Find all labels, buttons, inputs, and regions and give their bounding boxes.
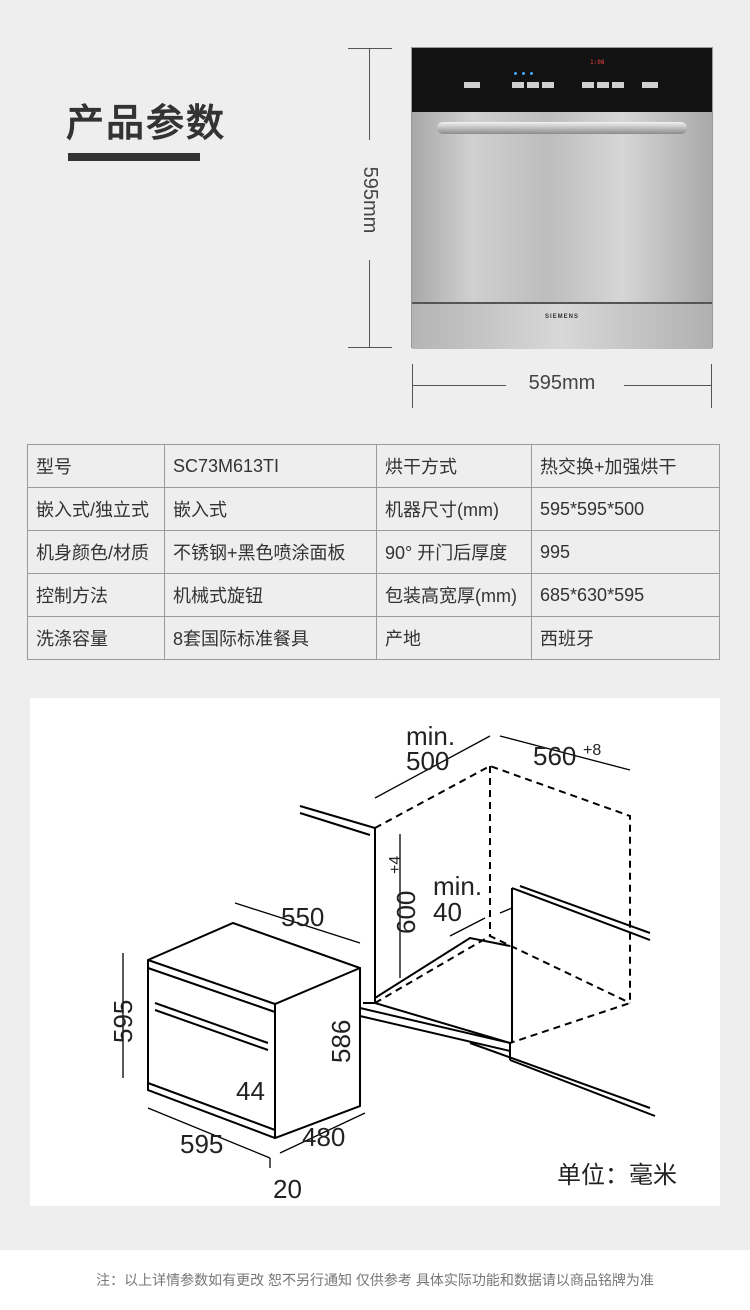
dim-label-min40: min.: [433, 871, 482, 901]
dim-line-560: [499, 735, 631, 771]
dim-label-min500: min.: [406, 721, 455, 751]
installation-drawing: min. 500 560 +8 min. 40 550 44 595 480 2…: [108, 721, 677, 1204]
spec-value: SC73M613TI: [164, 444, 377, 488]
oven-handle: [154, 1002, 269, 1044]
dim-line-40: [449, 917, 486, 937]
width-dimension: 595mm: [412, 364, 712, 408]
option-button[interactable]: [582, 82, 594, 88]
dim-label-600-tol: +4: [387, 856, 404, 874]
dimension-tick: [412, 364, 413, 408]
niche-outline: [374, 934, 631, 1004]
dimension-tick: [711, 364, 712, 408]
spec-label: 洗涤容量: [27, 616, 165, 660]
spec-value: 机械式旋钮: [164, 573, 377, 617]
control-panel: 1:08: [412, 48, 712, 112]
dim-line-500: [374, 735, 491, 799]
installation-diagram: min. 500 560 +8 min. 40 550 44 595 480 2…: [30, 698, 720, 1206]
spec-label: 机器尺寸(mm): [376, 487, 532, 531]
spec-label: 机身颜色/材质: [27, 530, 165, 574]
spec-value: 西班牙: [531, 616, 720, 660]
dim-label-20: 20: [273, 1174, 302, 1204]
oven-edge: [147, 1082, 276, 1131]
unit-label: 单位：毫米: [557, 1161, 677, 1189]
spec-value: 热交换+加强烘干: [531, 444, 720, 488]
dim-line-480: [279, 1112, 366, 1154]
oven-handle: [154, 1009, 269, 1051]
indicator-led: [522, 72, 525, 75]
dim-label-560-tol: +8: [583, 742, 601, 759]
spec-value: 嵌入式: [164, 487, 377, 531]
spec-value: 不锈钢+黑色喷涂面板: [164, 530, 377, 574]
dimension-line: [624, 385, 712, 386]
dim-label-600: 600: [391, 891, 421, 934]
program-button[interactable]: [512, 82, 524, 88]
dimension-line: [412, 385, 506, 386]
dim-label-min500: 500: [406, 746, 449, 776]
spec-label: 型号: [27, 444, 165, 488]
dim-label-560: 560: [533, 741, 576, 771]
program-button[interactable]: [542, 82, 554, 88]
dim-label-586: 586: [326, 1020, 356, 1063]
brand-logo: SIEMENS: [544, 314, 579, 320]
spec-value: 685*630*595: [531, 573, 720, 617]
dimension-line: [369, 48, 370, 140]
spec-label: 烘干方式: [376, 444, 532, 488]
spec-label: 包装高宽厚(mm): [376, 573, 532, 617]
indicator-led: [530, 72, 533, 75]
door-handle: [437, 122, 687, 134]
indicator-led: [514, 72, 517, 75]
product-params-panel: 产品参数 595mm 1:08 SIEMENS 595mm: [0, 0, 750, 1250]
cabinet-panel-line: [519, 885, 651, 934]
kick-plate: [412, 302, 712, 349]
dim-label-min40: 40: [433, 897, 462, 927]
power-button[interactable]: [464, 82, 480, 88]
spec-label: 嵌入式/独立式: [27, 487, 165, 531]
dimension-tick: [348, 347, 392, 348]
option-button[interactable]: [612, 82, 624, 88]
dimension-line: [369, 260, 370, 348]
cabinet-floor-line: [469, 1042, 651, 1109]
height-dimension-label: 595mm: [359, 166, 382, 234]
dim-label-595h: 595: [108, 1000, 138, 1043]
dimension-tick: [348, 48, 392, 49]
spec-row: 控制方法机械式旋钮包装高宽厚(mm)685*630*595: [27, 573, 720, 617]
spec-label: 产地: [376, 616, 532, 660]
option-button[interactable]: [597, 82, 609, 88]
cabinet-floor-line: [374, 936, 511, 999]
spec-value: 995: [531, 530, 720, 574]
cabinet-floor-line: [359, 1015, 511, 1052]
dim-line-595w: [147, 1107, 271, 1159]
cabinet-panel-line: [511, 887, 651, 941]
width-dimension-label: 595mm: [528, 372, 596, 394]
spec-label: 控制方法: [27, 573, 165, 617]
dim-line-40: [499, 907, 513, 914]
display-readout: 1:08: [590, 59, 605, 66]
start-button[interactable]: [642, 82, 658, 88]
footnote: 注：以上详情参数如有更改 恕不另行通知 仅供参考 具体实际功能和数据请以商品铭牌…: [96, 1272, 654, 1288]
program-button[interactable]: [527, 82, 539, 88]
oven-edge: [147, 967, 276, 1013]
dim-label-480: 480: [302, 1122, 345, 1152]
spec-value: 595*595*500: [531, 487, 720, 531]
dim-label-595w: 595: [180, 1129, 223, 1159]
dim-label-550: 550: [281, 902, 324, 932]
oven-body: [147, 921, 361, 1140]
section-title: 产品参数: [66, 101, 227, 145]
dim-label-44: 44: [236, 1076, 265, 1106]
title-underline: [68, 153, 200, 161]
dim-line-550: [234, 902, 361, 944]
height-dimension: 595mm: [348, 48, 392, 348]
niche-outline: [374, 764, 631, 1044]
spec-row: 嵌入式/独立式嵌入式机器尺寸(mm)595*595*500: [27, 487, 720, 531]
spec-value: 8套国际标准餐具: [164, 616, 377, 660]
cabinet-floor-line: [509, 1059, 656, 1117]
spec-label: 90° 开门后厚度: [376, 530, 532, 574]
product-photo: 1:08 SIEMENS: [412, 48, 712, 349]
cabinet-wall-line: [299, 812, 371, 836]
cabinet-floor-line: [374, 1002, 511, 1044]
